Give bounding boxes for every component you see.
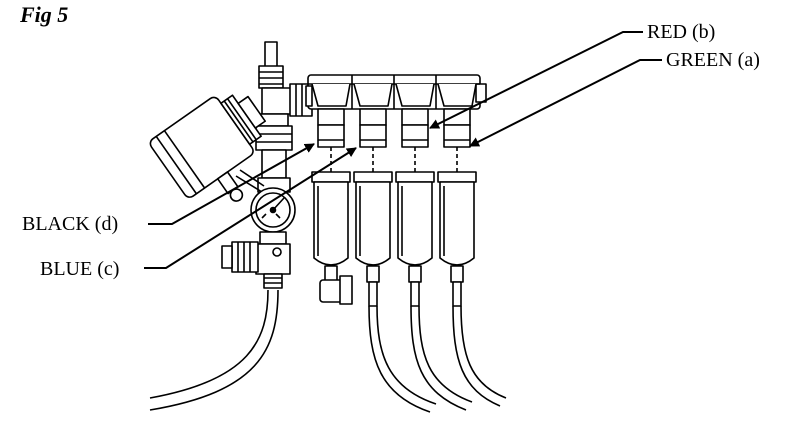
callout-black-label: BLACK (d) (22, 213, 119, 235)
inlet-pipe (258, 41, 284, 89)
pressure-gauge (250, 187, 296, 233)
filter-housing-1 (311, 108, 351, 301)
timer-unit (149, 94, 267, 202)
callout-blue-label: BLUE (c) (40, 258, 120, 280)
filter-housing-3 (395, 108, 435, 307)
outlet-valve (221, 231, 291, 289)
figure-title: Fig 5 (20, 2, 69, 27)
callout-red-label: RED (b) (647, 21, 716, 43)
output-tubes (368, 305, 507, 413)
callout-green-label: GREEN (a) (666, 49, 760, 71)
leader-green (469, 59, 662, 147)
tee-fitting (255, 83, 313, 193)
drain-hose (149, 289, 279, 411)
leader-lines (144, 31, 662, 269)
manifold-head (305, 74, 487, 110)
elbow-fitting (319, 275, 353, 305)
leader-blue (144, 147, 357, 269)
filter-housing-2 (353, 108, 393, 307)
leader-red (429, 31, 643, 129)
filter-housing-4 (437, 108, 477, 307)
leader-black (148, 143, 315, 225)
